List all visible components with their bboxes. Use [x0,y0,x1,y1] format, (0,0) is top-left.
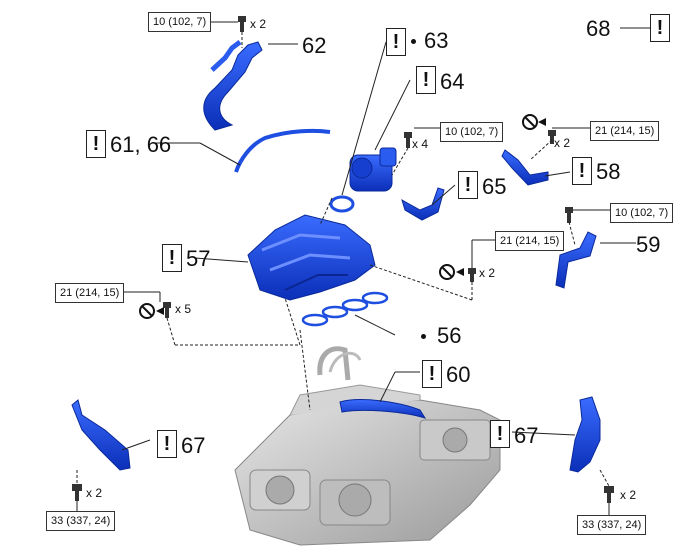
warning-icon-57: ! [162,244,182,272]
part-57-intake-manifold [247,214,376,301]
engine-assembly [234,346,501,546]
torque-spec-57-nut-left: 21 (214, 15) [55,283,125,303]
callout-68: 68 [586,16,611,41]
qty-64-bolts: x 4 [412,137,429,151]
callout-56: 56 [437,323,462,348]
callout-60: 60 [446,362,471,387]
part-61-66-hose [234,128,331,173]
qty-57-nuts-left: x 5 [175,302,192,316]
part-64-throttle-body [349,147,397,192]
qty-62-bolts: x 2 [250,17,267,31]
torque-spec-67-right-bolt: 33 (337, 24) [577,515,647,535]
part-56-gasket [301,291,389,327]
callout-58: 58 [596,159,621,184]
callout-57: 57 [186,246,211,271]
no-reuse-icons [139,114,538,319]
warning-icon-61-66: ! [86,130,106,158]
part-65-bracket [401,187,445,221]
qty-67-right-bolts: x 2 [620,488,637,502]
callout-61-66: 61, 66 [110,132,172,157]
qty-67-left-bolts: x 2 [86,486,103,500]
bullet-63 [411,39,416,44]
warning-icon-58: ! [572,157,592,185]
bullet-56 [421,334,426,339]
callout-65: 65 [482,174,507,199]
part-63-gasket [329,195,355,213]
warning-icon-60: ! [422,360,442,388]
torque-spec-59-bolt: 10 (102, 7) [610,203,674,223]
part-59-pipe [555,231,597,289]
callout-63: 63 [424,28,449,53]
leader-lines [76,21,650,518]
part-67-right-cover [569,396,601,473]
callout-67-right: 67 [514,423,539,448]
warning-icon-64: ! [416,66,436,94]
torque-spec-64-bolt: 10 (102, 7) [440,122,504,142]
torque-spec-58-nut: 21 (214, 15) [590,121,660,141]
part-62-hose [203,41,263,131]
warning-icon-68: ! [650,14,670,42]
callout-59: 59 [636,232,661,257]
bolt-icons [72,16,614,503]
torque-spec-67-left-bolt: 33 (337, 24) [46,511,116,531]
callout-62: 62 [302,33,327,58]
warning-icon-65: ! [458,171,478,199]
warning-icon-63: ! [386,28,406,56]
warning-icon-67-left: ! [157,430,177,458]
torque-spec-62-bolt: 10 (102, 7) [148,12,212,32]
callout-64: 64 [440,69,465,94]
part-58-pipe [501,149,549,186]
torque-spec-57-nut-right: 21 (214, 15) [495,231,565,251]
part-67-left-cover [71,399,131,471]
part-60-hose [339,399,427,419]
qty-57-nuts-right: x 2 [479,266,496,280]
qty-58-nuts: x 2 [554,136,571,150]
callout-67-left: 67 [181,433,206,458]
warning-icon-67-right: ! [490,420,510,448]
